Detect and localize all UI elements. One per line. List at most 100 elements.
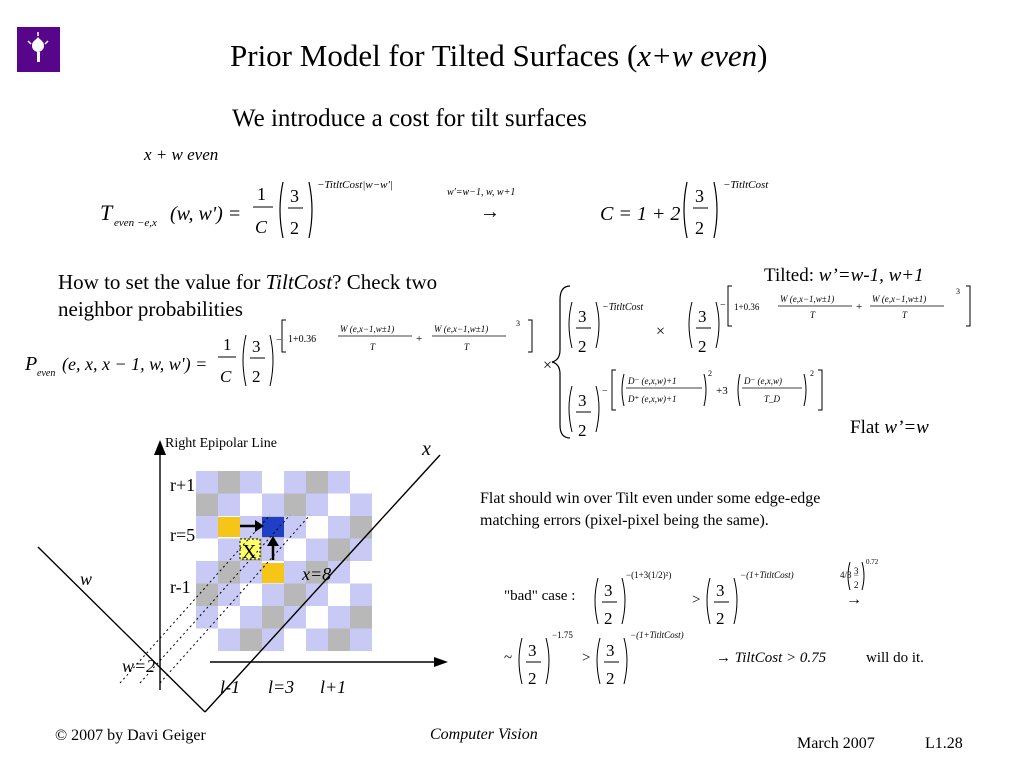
bad-base2-num: 3 <box>716 581 725 600</box>
d-minus-term: D⁻ (e,x,w)+1 <box>627 376 677 386</box>
exponent: −TitltCost|w−w'| <box>317 179 393 191</box>
tilt-w-den-2: T <box>902 310 908 320</box>
checker-cell <box>196 471 218 494</box>
checker-cell <box>328 493 350 516</box>
p-base-num: 3 <box>252 337 261 356</box>
l-minus-label: l-1 <box>220 677 240 697</box>
l-equals-label: l=3 <box>268 677 294 697</box>
bad-case-equation: "bad" case : 3 2 −(1+3(1/2)²) > 3 2 −(1+… <box>504 558 924 688</box>
l-plus-label: l+1 <box>320 677 346 697</box>
flat-base-den: 2 <box>578 421 587 440</box>
frac-four-thirds: 4/3 − <box>840 570 859 580</box>
checker-cell <box>328 471 350 494</box>
c-exponent: −TitltCost <box>723 179 769 191</box>
checker-cell <box>350 583 372 606</box>
checker-cell <box>328 516 350 539</box>
bad-exp-3: 0.72 <box>866 558 879 566</box>
checker-cell <box>196 561 218 584</box>
w-axis-label: w <box>80 569 92 589</box>
checker-cell <box>350 493 372 516</box>
d-plus-term: D⁺ (e,x,w)+1 <box>627 394 677 404</box>
tiltcost-result: → TiltCost > 0.75 <box>716 650 827 666</box>
checker-cell <box>240 583 262 606</box>
tilt-exp-main: 1+0.36 <box>734 302 760 312</box>
w-term-2-num: W (e,x−1,w±1) <box>434 324 488 334</box>
tilt-w-den-1: T <box>810 310 816 320</box>
question-line-1: How to set the value for TiltCost? Check… <box>58 270 438 294</box>
c-base-num: 3 <box>695 186 704 206</box>
flat-base-num: 3 <box>578 391 587 410</box>
exp-minus: − <box>276 335 282 346</box>
note-line-2: matching errors (pixel-pixel being the s… <box>480 512 769 529</box>
checker-cell <box>262 583 284 606</box>
svg-text:2: 2 <box>854 580 859 590</box>
row-r-minus-label: r-1 <box>170 577 191 597</box>
arrow-label: w'=w−1, w, w+1 <box>447 187 515 198</box>
tilde-sign: ~ <box>504 650 512 666</box>
p-symbol: P <box>24 353 37 375</box>
footer-slide-number: L1.28 <box>925 735 963 752</box>
bad-base2-den: 2 <box>716 609 725 628</box>
tilt-cube: 3 <box>956 287 960 296</box>
checker-cell <box>306 606 328 629</box>
checker-cell <box>284 493 306 516</box>
t-d-term: T_D <box>764 394 781 404</box>
c-base-den: 2 <box>695 218 704 238</box>
gt-sign-1: > <box>692 592 700 608</box>
checker-cell <box>262 606 284 629</box>
checker-cell <box>350 538 372 561</box>
svg-text:−: − <box>720 300 726 311</box>
footer-date: March 2007 <box>797 735 875 752</box>
checker-cell <box>284 471 306 494</box>
bad-base-den: 2 <box>604 609 613 628</box>
p-frac-num: 1 <box>223 335 232 354</box>
checker-cell <box>284 606 306 629</box>
checker-cell <box>218 538 240 561</box>
footer-copyright: © 2007 by Davi Geiger <box>55 727 206 744</box>
checker-cell <box>262 628 284 651</box>
checker-cell <box>240 561 262 584</box>
checker-cell <box>218 493 240 516</box>
question-line-2: neighbor probabilities <box>58 297 243 321</box>
t-symbol: T <box>100 200 114 225</box>
checker-cell <box>284 538 306 561</box>
x-cell <box>239 538 261 560</box>
checker-cell <box>284 583 306 606</box>
c-equation: C = 1 + 2 <box>600 203 680 225</box>
bad-arrow: → <box>846 591 862 608</box>
checker-cell <box>284 561 306 584</box>
svg-text:−: − <box>602 386 608 397</box>
tilt-exponent: −TitltCost <box>602 302 643 313</box>
x-mark: X <box>242 541 257 563</box>
row-r-plus-label: r+1 <box>170 475 195 495</box>
exp-main: 1+0.36 <box>288 334 316 345</box>
checker-cell <box>350 561 372 584</box>
footer-course: Computer Vision <box>430 726 538 743</box>
checker-cell <box>306 538 328 561</box>
tilt-w-num-1: W (e,x−1,w±1) <box>780 294 834 304</box>
checker-cell <box>240 493 262 516</box>
checker-cell <box>350 606 372 629</box>
checker-cell <box>262 471 284 494</box>
checker-cell <box>196 628 218 651</box>
checker-cell <box>306 516 328 539</box>
frac-den: C <box>255 217 268 237</box>
checker-cell <box>328 538 350 561</box>
epipolar-diagram: X Right Epipolar Line r+1 r=5 r-1 x w x=… <box>37 436 448 713</box>
plus-three: +3 <box>716 385 728 397</box>
checker-cell <box>328 628 350 651</box>
w-equals-label: w=2 <box>122 656 155 676</box>
tilt-base-num: 3 <box>578 307 587 326</box>
bad-base-num: 3 <box>604 581 613 600</box>
checker-cell <box>350 628 372 651</box>
match-cell-below <box>262 563 284 583</box>
checker-cell <box>240 628 262 651</box>
p-base-den: 2 <box>252 367 261 386</box>
checker-cell <box>240 471 262 494</box>
checker-cell <box>218 561 240 584</box>
x-equals-label: x=8 <box>301 564 331 584</box>
checker-cell <box>328 561 350 584</box>
p-subscript: even <box>37 368 55 379</box>
torch-icon <box>27 32 49 62</box>
checker-cell <box>328 583 350 606</box>
